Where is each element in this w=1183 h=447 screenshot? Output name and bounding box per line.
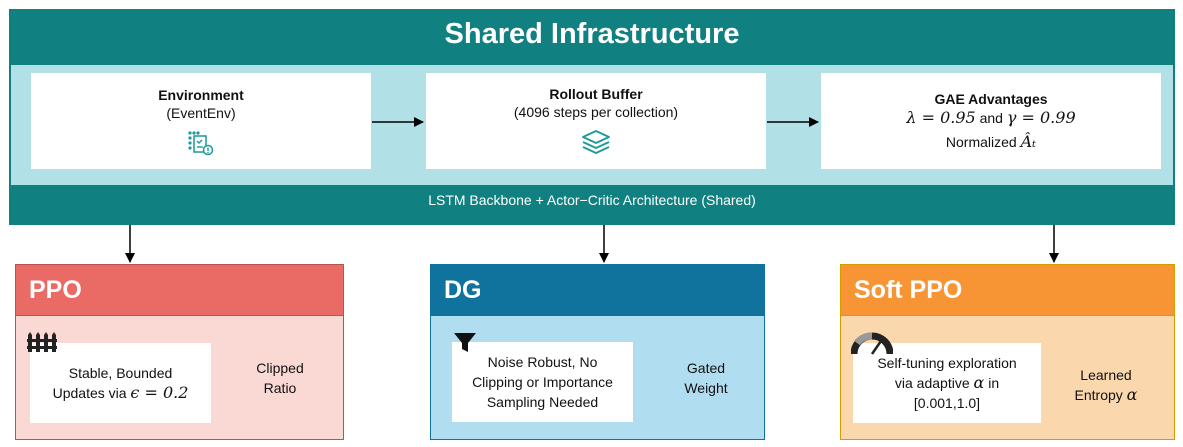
soft-ppo-desc-suffix: in	[988, 375, 1000, 391]
epsilon-expression: ϵ = 0.2	[130, 383, 189, 402]
dg-side-line1: Gated	[686, 360, 726, 376]
layers-icon	[582, 130, 610, 154]
rollout-buffer-card: Rollout Buffer (4096 steps per collectio…	[426, 73, 766, 169]
soft-ppo-side-line1: Learned	[1080, 367, 1132, 383]
dg-desc-line3: Sampling Needed	[486, 394, 599, 410]
alpha-symbol: α	[973, 373, 985, 392]
ppo-desc-line1: Stable, Bounded	[68, 365, 173, 381]
infrastructure-title: Shared Infrastructure	[444, 18, 740, 50]
dg-desc-line1: Noise Robust, No	[487, 354, 598, 370]
gae-title: GAE Advantages	[934, 91, 1048, 107]
rollout-buffer-subtitle: (4096 steps per collection)	[513, 104, 679, 120]
gae-params: λ = 0.95 and γ = 0.99	[906, 108, 1075, 128]
dg-description-card: Noise Robust, No Clipping or Importance …	[452, 342, 633, 422]
alpha-side-symbol: α	[1126, 385, 1138, 404]
rollout-buffer-title: Rollout Buffer	[549, 86, 643, 102]
dg-side-line2: Weight	[684, 380, 728, 396]
ppo-side-label: Clipped Ratio	[230, 358, 330, 398]
gae-advantages-card: GAE Advantages λ = 0.95 and γ = 0.99 Nor…	[821, 73, 1161, 169]
environment-subtitle: (EventEnv)	[166, 105, 236, 121]
ppo-description-card: Stable, Bounded Updates via ϵ = 0.2	[30, 343, 211, 423]
ppo-title: PPO	[29, 275, 82, 304]
environment-card: Environment (EventEnv)	[31, 73, 371, 169]
gamma-expression: γ = 0.99	[1006, 108, 1076, 127]
dg-desc-line2: Clipping or Importance	[472, 374, 613, 390]
soft-ppo-side-label: Learned Entropy α	[1056, 365, 1156, 405]
soft-ppo-title: Soft PPO	[854, 275, 963, 304]
lambda-expression: λ = 0.95	[906, 108, 976, 127]
normalized-label: Normalized	[945, 134, 1017, 150]
fence-icon	[27, 332, 57, 352]
soft-ppo-header: Soft PPO	[840, 264, 1175, 316]
gae-normalized: Normalized Âₜ	[946, 132, 1036, 152]
soft-ppo-desc-line2: via adaptive α in	[895, 373, 999, 393]
soft-ppo-side-line2: Entropy α	[1056, 385, 1156, 405]
environment-title: Environment	[158, 87, 244, 103]
soft-ppo-description-card: Self-tuning exploration via adaptive α i…	[853, 343, 1041, 423]
dg-side-label: Gated Weight	[656, 358, 756, 398]
dg-title: DG	[444, 275, 482, 304]
ppo-desc-prefix: Updates via	[52, 385, 127, 401]
ppo-side-line1: Clipped	[256, 360, 304, 376]
dg-header: DG	[430, 264, 765, 316]
infrastructure-footer: LSTM Backbone + Actor−Critic Architectur…	[428, 192, 756, 208]
checklist-icon	[188, 131, 214, 156]
ppo-side-line2: Ratio	[263, 380, 297, 396]
ppo-header: PPO	[15, 264, 344, 316]
ppo-desc-line2: Updates via ϵ = 0.2	[53, 383, 189, 403]
soft-ppo-desc-line3: [0.001,1.0]	[913, 395, 981, 411]
gauge-icon	[851, 332, 893, 355]
filter-icon	[454, 333, 476, 352]
soft-ppo-desc-line1: Self-tuning exploration	[877, 355, 1017, 371]
gae-and-text: and	[979, 110, 1003, 126]
soft-ppo-side-prefix: Entropy	[1074, 387, 1123, 403]
advantage-symbol: Âₜ	[1020, 132, 1037, 151]
soft-ppo-desc-prefix: via adaptive	[894, 375, 970, 391]
